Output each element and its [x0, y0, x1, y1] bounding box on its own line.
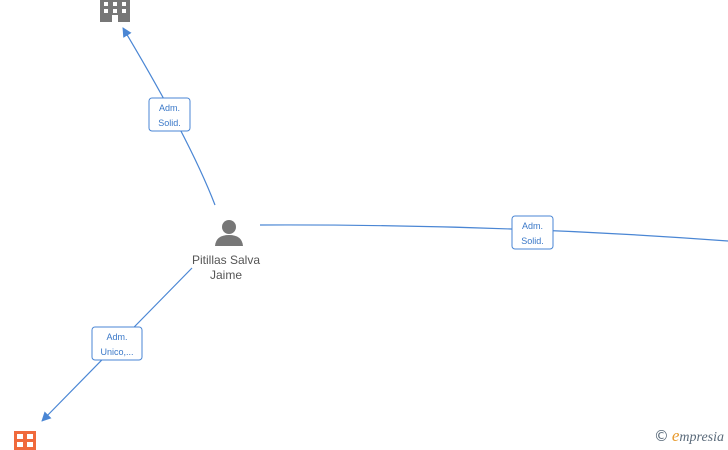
brand-initial: e	[671, 426, 680, 445]
person-name-label[interactable]: Pitillas Salva Jaime	[176, 253, 276, 283]
person-icon[interactable]	[215, 220, 243, 246]
building-icon[interactable]	[14, 431, 36, 450]
copyright-symbol: ©	[653, 427, 669, 445]
building-icon[interactable]	[100, 0, 130, 22]
edge-label-line: Adm.	[159, 103, 180, 113]
edge-label-line: Unico,...	[100, 347, 133, 357]
brand-name: mpresia	[679, 430, 724, 445]
edge-label-line: Adm.	[106, 332, 127, 342]
person-name-line2: Jaime	[209, 268, 242, 282]
edge-label-line: Solid.	[158, 118, 181, 128]
brand-logo: ©empresia	[654, 426, 724, 446]
edge-label-line: Solid.	[521, 236, 544, 246]
edge-label-to-top[interactable]: Adm. Solid.	[148, 97, 191, 132]
edge-to-right-company[interactable]	[259, 224, 728, 242]
person-name-line1: Pitillas Salva	[191, 253, 261, 267]
edge-label-to-bottom[interactable]: Adm. Unico,...	[91, 326, 143, 361]
edge-label-line: Adm.	[522, 221, 543, 231]
edge-label-to-right[interactable]: Adm. Solid.	[511, 215, 554, 250]
